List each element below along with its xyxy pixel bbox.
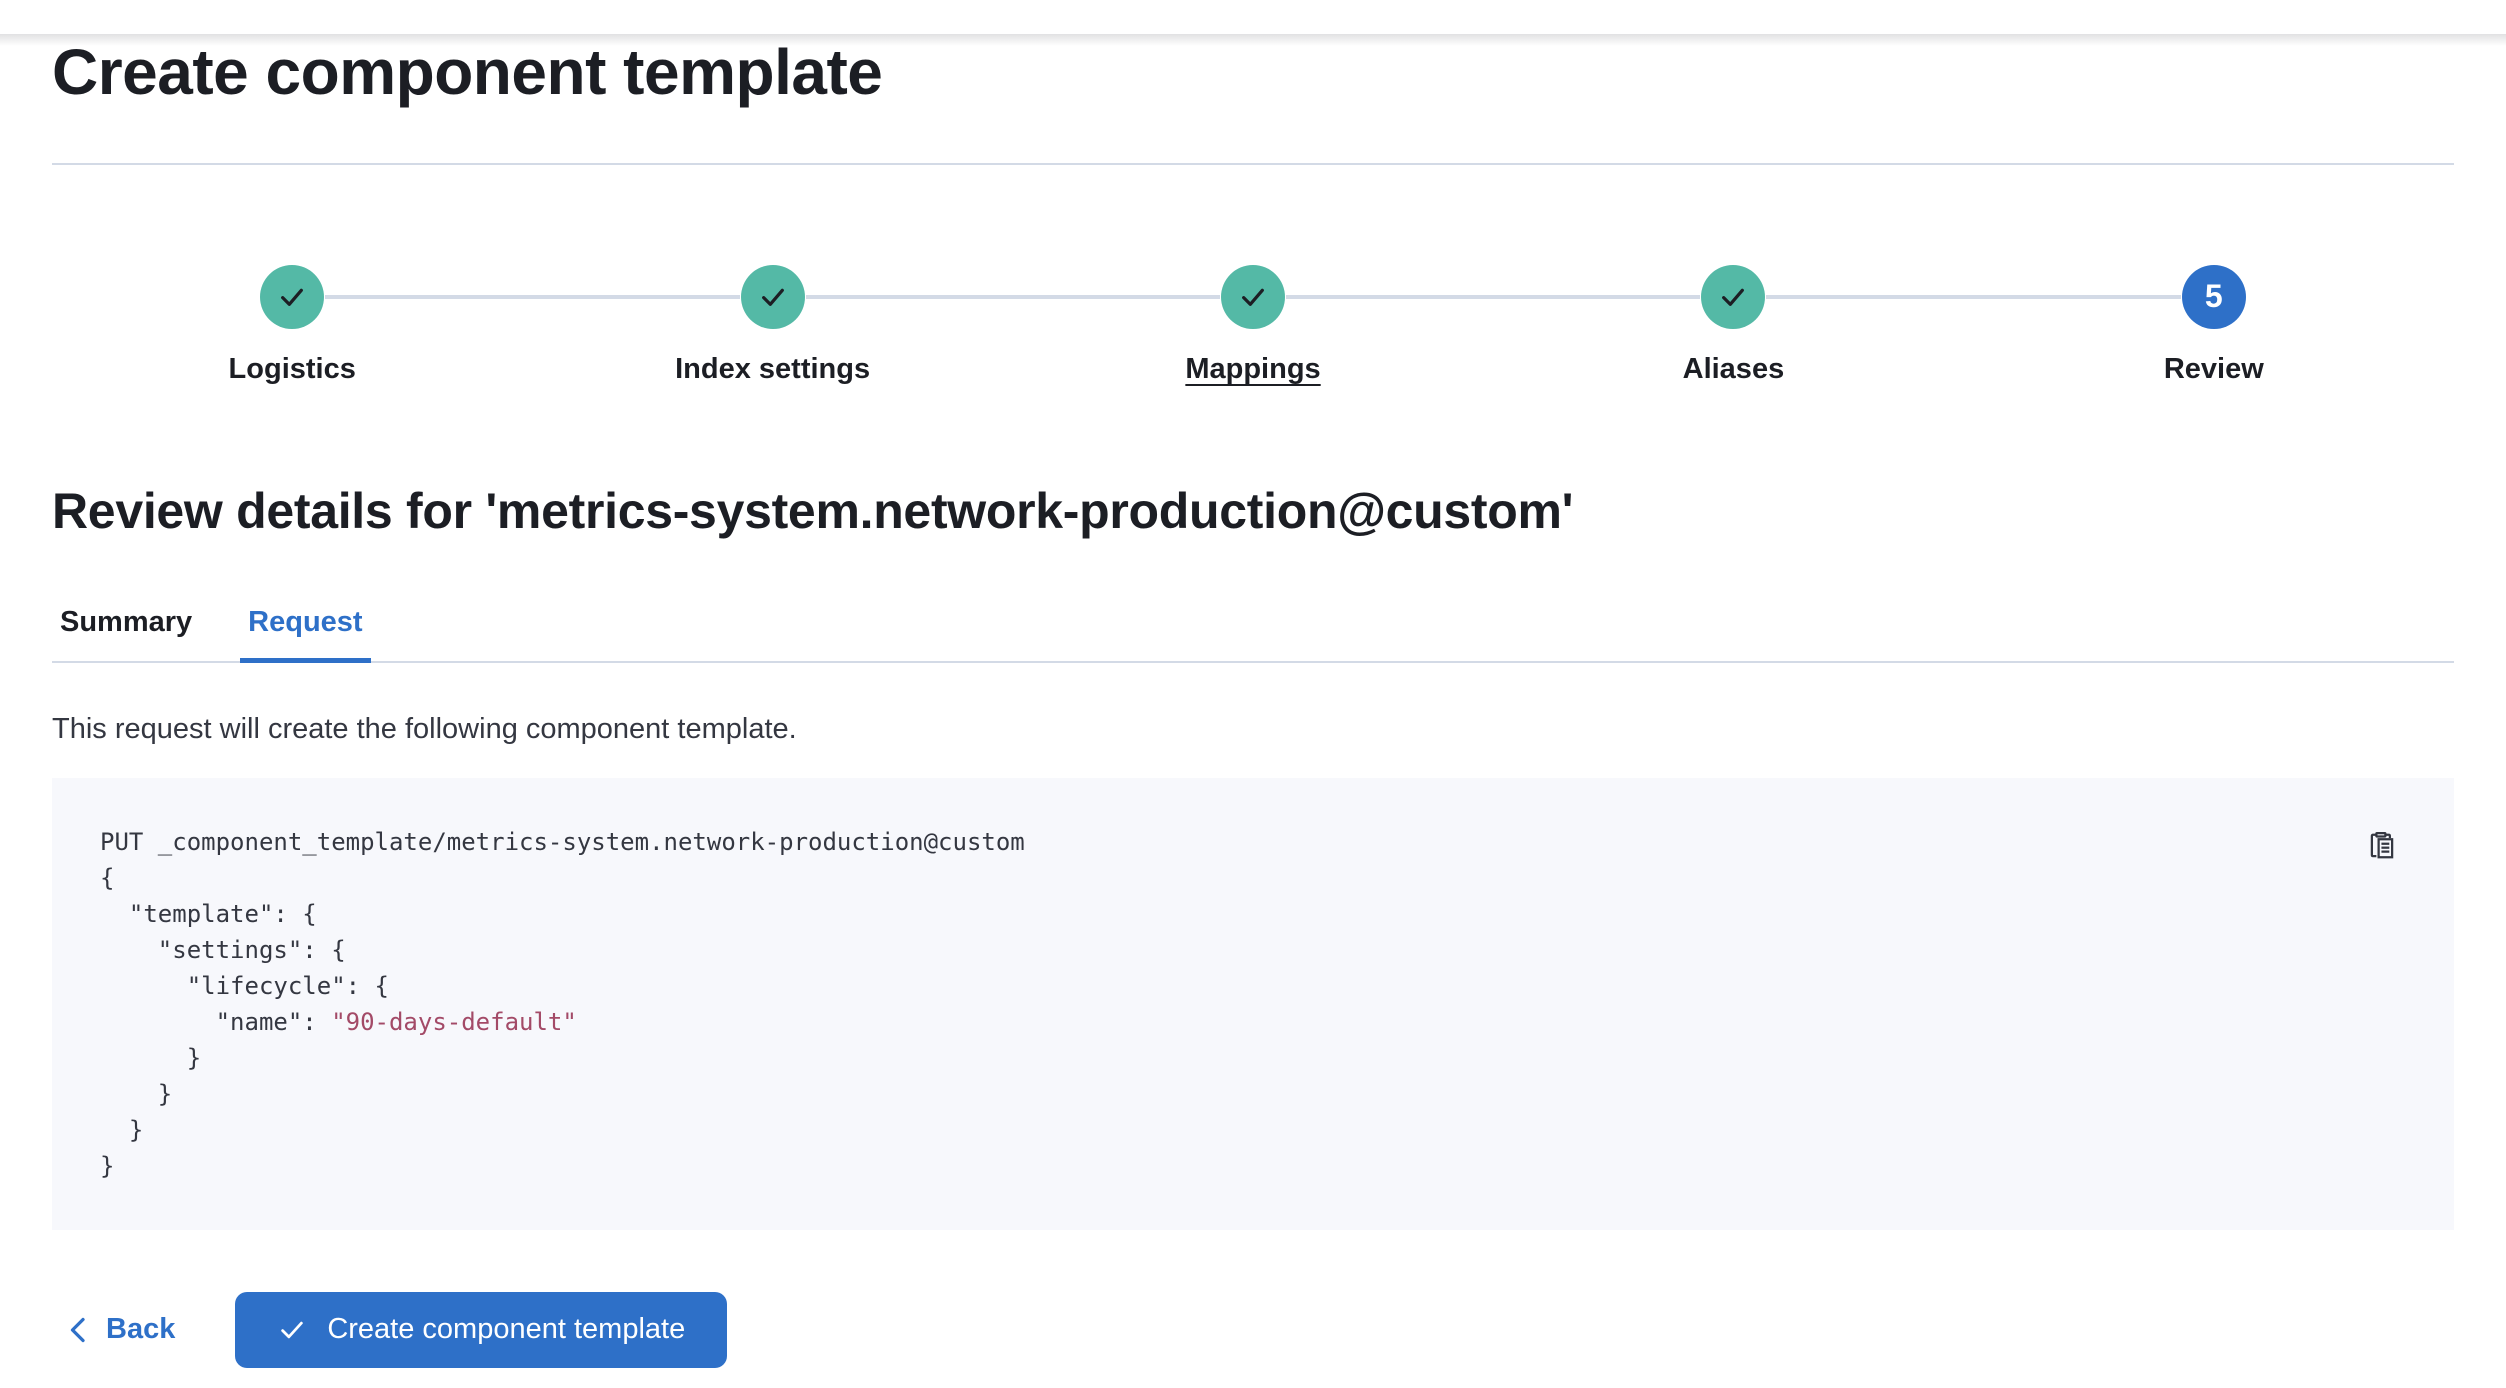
chevron-left-icon	[70, 1317, 85, 1342]
step-label: Mappings	[1185, 352, 1321, 385]
copy-clipboard-icon	[2370, 831, 2394, 859]
request-code: PUT _component_template/metrics-system.n…	[100, 827, 1025, 1180]
back-label: Back	[106, 1313, 176, 1346]
step-label: Index settings	[675, 352, 871, 385]
copy-to-clipboard-button[interactable]	[2362, 826, 2402, 866]
step-number: 5	[2204, 278, 2223, 315]
check-icon	[1722, 288, 1745, 306]
step-complete-icon	[1221, 264, 1286, 329]
code-string-value: "90-days-default"	[331, 1007, 577, 1036]
step-mappings[interactable]: Mappings	[1012, 264, 1494, 386]
title-divider	[52, 162, 2454, 165]
wizard-stepper: Logistics Index settings Mappings	[52, 264, 2454, 386]
step-complete-icon	[260, 264, 325, 329]
step-review[interactable]: 5 Review	[1973, 264, 2454, 386]
step-logistics[interactable]: Logistics	[52, 264, 533, 386]
step-label: Review	[2163, 352, 2264, 385]
back-button[interactable]: Back	[64, 1313, 175, 1346]
page-title: Create component template	[52, 36, 883, 108]
step-label: Aliases	[1682, 352, 1785, 385]
submit-label: Create component template	[327, 1313, 686, 1346]
step-aliases[interactable]: Aliases	[1493, 264, 1975, 386]
check-icon	[761, 288, 784, 306]
create-component-template-page: Create component template Logistics Inde…	[0, 34, 2506, 1368]
request-code-block: PUT _component_template/metrics-system.n…	[52, 777, 2454, 1230]
check-icon	[1242, 288, 1264, 306]
review-tabs: Summary Request	[52, 606, 2454, 663]
wizard-footer: Back Create component template	[52, 1291, 2454, 1368]
step-complete-icon	[1701, 264, 1766, 329]
request-description: This request will create the following c…	[52, 712, 797, 745]
check-icon	[281, 1321, 304, 1339]
tab-request[interactable]: Request	[240, 606, 372, 663]
step-index-settings[interactable]: Index settings	[532, 264, 1014, 386]
step-label: Logistics	[228, 352, 356, 385]
check-icon	[281, 288, 304, 306]
create-component-template-button[interactable]: Create component template	[235, 1291, 728, 1368]
tab-summary[interactable]: Summary	[52, 606, 200, 661]
step-current-icon: 5	[2181, 264, 2246, 329]
review-details-heading: Review details for 'metrics-system.netwo…	[52, 482, 1574, 539]
step-complete-icon	[740, 264, 805, 329]
